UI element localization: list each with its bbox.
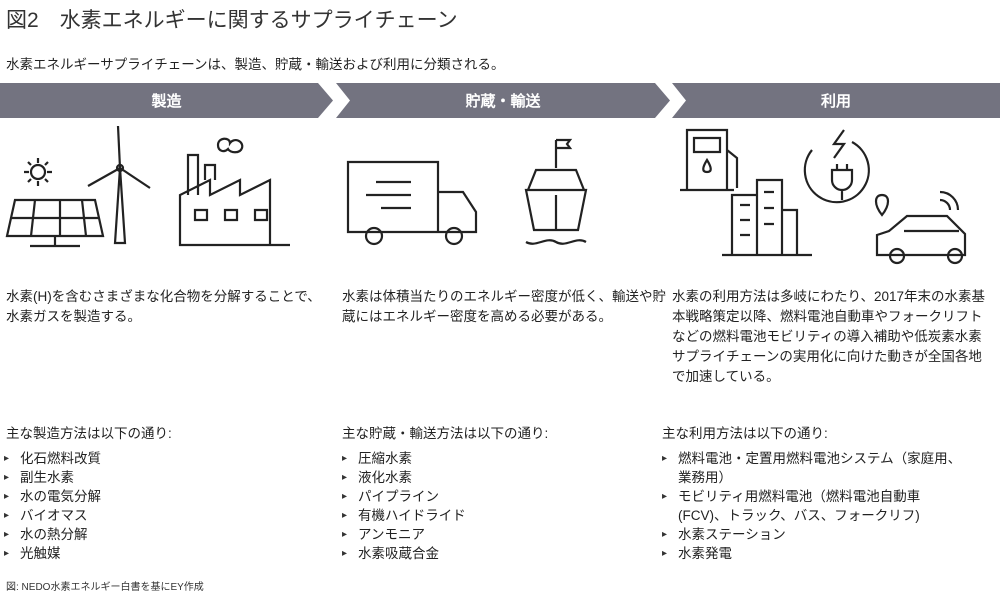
list-item: 圧縮水素 [342, 449, 466, 468]
stage-header-usage: 利用 [672, 83, 1000, 118]
stage-header-storage: 貯蔵・輸送 [336, 83, 670, 118]
storage-list-heading: 主な貯蔵・輸送方法は以下の通り: [342, 426, 549, 441]
list-item: 化石燃料改質 [4, 449, 101, 468]
factory-icon [178, 137, 290, 247]
list-item: バイオマス [4, 506, 101, 525]
list-item: 水素ステーション [662, 525, 962, 544]
list-item: 有機ハイドライド [342, 506, 466, 525]
subtitle: 水素エネルギーサプライチェーンは、製造、貯蔵・輸送および利用に分類される。 [6, 57, 505, 72]
ship-icon [524, 138, 588, 245]
source-note: 図: NEDO水素エネルギー白書を基にEY作成 [6, 582, 204, 593]
stage-header-production: 製造 [0, 83, 333, 118]
list-item: モビリティ用燃料電池（燃料電池自動車(FCV)、トラック、バス、フォークリフ) [662, 487, 962, 525]
wind-turbine-icon [87, 125, 151, 245]
truck-icon [346, 160, 478, 246]
production-list-heading: 主な製造方法は以下の通り: [6, 426, 172, 441]
list-item: パイプライン [342, 487, 466, 506]
location-pin-icon [874, 193, 890, 217]
production-description: 水素(H)を含むさまざまな化合物を分解することで、水素ガスを製造する。 [6, 289, 321, 324]
list-item: 水素吸蔵合金 [342, 544, 466, 563]
storage-icons [336, 120, 670, 265]
production-icons [0, 120, 333, 265]
storage-description: 水素は体積当たりのエネルギー密度が低く、輸送や貯蔵にはエネルギー密度を高める必要… [342, 289, 666, 324]
usage-icons [672, 120, 1000, 265]
plug-icon [803, 129, 870, 204]
usage-list-heading: 主な利用方法は以下の通り: [662, 426, 828, 441]
list-item: 水の熱分解 [4, 525, 101, 544]
list-item: 水素発電 [662, 544, 962, 563]
sun-icon [24, 158, 52, 186]
list-item: アンモニア [342, 525, 466, 544]
storage-methods-list: 圧縮水素 液化水素 パイプライン 有機ハイドライド アンモニア 水素吸蔵合金 [342, 449, 466, 563]
usage-methods-list: 燃料電池・定置用燃料電池システム（家庭用、業務用） モビリティ用燃料電池（燃料電… [662, 449, 962, 563]
building-icon [722, 178, 812, 257]
production-methods-list: 化石燃料改質 副生水素 水の電気分解 バイオマス 水の熱分解 光触媒 [4, 449, 101, 563]
list-item: 液化水素 [342, 468, 466, 487]
list-item: 水の電気分解 [4, 487, 101, 506]
list-item: 副生水素 [4, 468, 101, 487]
figure-title: 図2 水素エネルギーに関するサプライチェーン [6, 9, 458, 32]
list-item: 燃料電池・定置用燃料電池システム（家庭用、業務用） [662, 449, 962, 487]
car-icon [875, 190, 967, 265]
list-item: 光触媒 [4, 544, 101, 563]
solar-panel-icon [5, 198, 105, 248]
fuel-pump-icon [680, 128, 739, 192]
usage-description: 水素の利用方法は多岐にわたり、2017年末の水素基本戦略策定以降、燃料電池自動車… [672, 289, 985, 384]
